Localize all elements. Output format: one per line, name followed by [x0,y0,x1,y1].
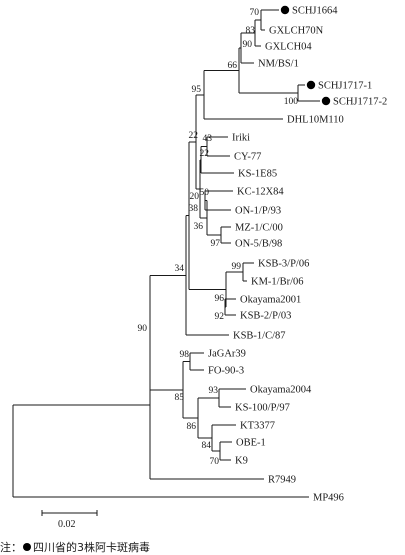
taxon-label: KSB-1/C/87 [233,331,286,342]
taxon-label: KS-100/P/97 [235,403,290,414]
sichuan-strain-marker-icon [306,80,316,90]
taxon-label: GXLCH70N [269,26,324,37]
taxon-label: MZ-1/C/00 [235,223,283,234]
taxon-label: KSB-3/P/06 [258,259,309,270]
bootstrap-value: 66 [228,61,238,71]
bootstrap-value: 20 [190,192,200,202]
taxon-label: NM/BS/1 [258,59,299,70]
taxon-label: CY-77 [234,152,261,163]
footnote-prefix: 注： [0,541,22,554]
taxon-label: ON-1/P/93 [235,206,281,217]
scale-bar [41,510,98,516]
filled-circle-marker-icon [23,543,31,551]
bootstrap-value: 97 [211,239,221,249]
bootstrap-value: 98 [180,350,190,360]
bootstrap-value: 70 [210,457,220,467]
bootstrap-value: 50 [200,188,210,198]
sichuan-strain-marker-icon [321,96,331,106]
bootstrap-value: 34 [175,264,185,274]
footnote-text: 四川省的3株阿卡斑病毒 [33,541,150,554]
bootstrap-value: 99 [232,262,242,272]
taxon-label: KSB-2/P/03 [240,311,291,322]
taxon-label: K9 [235,456,248,467]
taxon-label: KT3377 [240,421,275,432]
bootstrap-value: 22 [200,149,210,159]
bootstrap-value: 100 [284,97,299,107]
bootstrap-value: 85 [175,393,185,403]
figure-footnote: 注： 四川省的3株阿卡斑病毒 [0,539,405,555]
taxon-label: DHL10M110 [287,115,344,126]
bootstrap-value: 93 [209,386,219,396]
bootstrap-value: 95 [192,85,202,95]
bootstrap-value: 90 [138,324,148,334]
bootstrap-value: 96 [215,294,225,304]
taxon-label: FO-90-3 [208,366,244,377]
bootstrap-value: 83 [246,26,256,36]
taxon-label: KS-1E85 [238,169,277,180]
scale-bar-label: 0.02 [58,519,76,530]
taxon-label: KM-1/Br/06 [251,277,304,288]
bootstrap-value: 86 [187,422,197,432]
taxon-label: KC-12X84 [237,187,284,198]
taxon-label: ON-5/B/98 [235,239,282,250]
bootstrap-value: 38 [189,204,199,214]
bootstrap-value: 36 [194,222,204,232]
taxon-label: Okayama2004 [250,385,312,396]
bootstrap-value: 70 [250,8,260,18]
taxon-label: JaGAr39 [208,349,246,360]
taxon-label: SCHJ1664 [292,6,338,17]
bootstrap-value: 22 [189,131,199,141]
bootstrap-value: 43 [203,134,213,144]
bootstrap-value: 92 [215,312,225,322]
taxon-label: R7949 [268,475,296,486]
taxon-label: Okayama2001 [240,295,301,306]
taxon-label: SCHJ1717-1 [318,81,372,92]
taxon-label: OBE-1 [236,438,266,449]
tree-branches [12,9,320,498]
taxon-label: Iriki [232,133,250,144]
bootstrap-value: 90 [243,40,253,50]
taxon-label: GXLCH04 [265,42,312,53]
taxon-label: SCHJ1717-2 [333,97,387,108]
sichuan-strain-marker-icon [280,5,290,15]
bootstrap-value: 84 [202,441,212,451]
taxon-label: MP496 [313,493,344,504]
